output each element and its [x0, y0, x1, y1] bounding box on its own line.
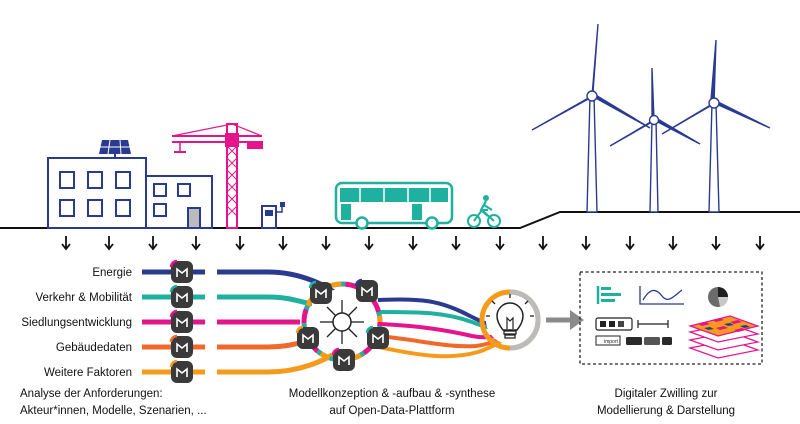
model-node-icon — [365, 325, 389, 349]
model-node-icon — [169, 309, 193, 333]
caption-left-line1: Analyse der Anforderungen: — [20, 388, 163, 400]
charging-station-icon — [261, 202, 285, 229]
down-arrow-icon — [104, 236, 114, 251]
down-arrow-icon — [278, 236, 288, 251]
down-arrow-icon — [364, 236, 374, 251]
caption-right-line1: Digitaler Zwilling zur — [615, 388, 718, 400]
caption-middle-line2: auf Open-Data-Plattform — [329, 405, 454, 417]
lightbulb-icon — [479, 289, 541, 351]
map-layers-icon — [687, 315, 761, 359]
office-building-icon — [47, 157, 147, 229]
category-label: Energie — [92, 267, 132, 279]
down-arrow-icon — [191, 236, 201, 251]
down-arrow-icon — [321, 236, 331, 251]
down-arrow-icon — [148, 236, 158, 251]
house-building-icon — [145, 175, 213, 229]
down-arrow-icon — [755, 236, 765, 251]
bar-chart-icon — [596, 286, 621, 304]
down-arrow-icon — [495, 236, 505, 251]
line-chart-icon — [639, 286, 684, 305]
model-toolbar-icon: import — [595, 317, 672, 346]
down-arrow-icon — [625, 236, 635, 251]
bus-icon — [334, 181, 454, 230]
caption-middle-line1: Modellkonzeption & -aufbau & -synthese — [289, 388, 495, 400]
model-node-icon — [308, 280, 332, 304]
model-node-icon — [169, 259, 193, 283]
model-node-icon — [354, 278, 378, 302]
ground-line — [0, 211, 800, 229]
down-arrow-icon — [451, 236, 461, 251]
model-node-icon — [169, 359, 193, 383]
down-arrow-icon — [581, 236, 591, 251]
down-arrow-icon — [408, 236, 418, 251]
data-flow-arrows — [61, 236, 765, 251]
transfer-arrow-icon — [546, 310, 584, 330]
model-nodes — [169, 259, 389, 383]
category-label: Siedlungsentwicklung — [21, 317, 132, 329]
down-arrow-icon — [668, 236, 678, 251]
solar-panel-icon — [99, 139, 131, 158]
skyline — [0, 23, 800, 251]
model-node-icon — [169, 334, 193, 358]
caption-left-line2: Akteur*innen, Modelle, Szenarien, ... — [20, 405, 207, 417]
down-arrow-icon — [538, 236, 548, 251]
caption-right-line2: Modellierung & Darstellung — [597, 405, 735, 417]
wind-turbine-icon — [531, 23, 771, 213]
cyclist-icon — [467, 195, 501, 228]
crane-icon — [171, 123, 263, 229]
model-node-icon — [331, 347, 355, 371]
pie-chart-icon — [708, 287, 728, 307]
digital-twin-panel: import — [579, 271, 763, 365]
import-label: import — [604, 339, 619, 345]
down-arrow-icon — [61, 236, 71, 251]
down-arrow-icon — [235, 236, 245, 251]
flow-gaps — [205, 266, 217, 378]
model-node-icon — [295, 325, 319, 349]
category-label: Verkehr & Mobilität — [35, 292, 132, 304]
category-label: Gebäudedaten — [56, 342, 132, 354]
category-label: Weitere Faktoren — [44, 367, 132, 379]
down-arrow-icon — [711, 236, 721, 251]
model-node-icon — [169, 284, 193, 308]
